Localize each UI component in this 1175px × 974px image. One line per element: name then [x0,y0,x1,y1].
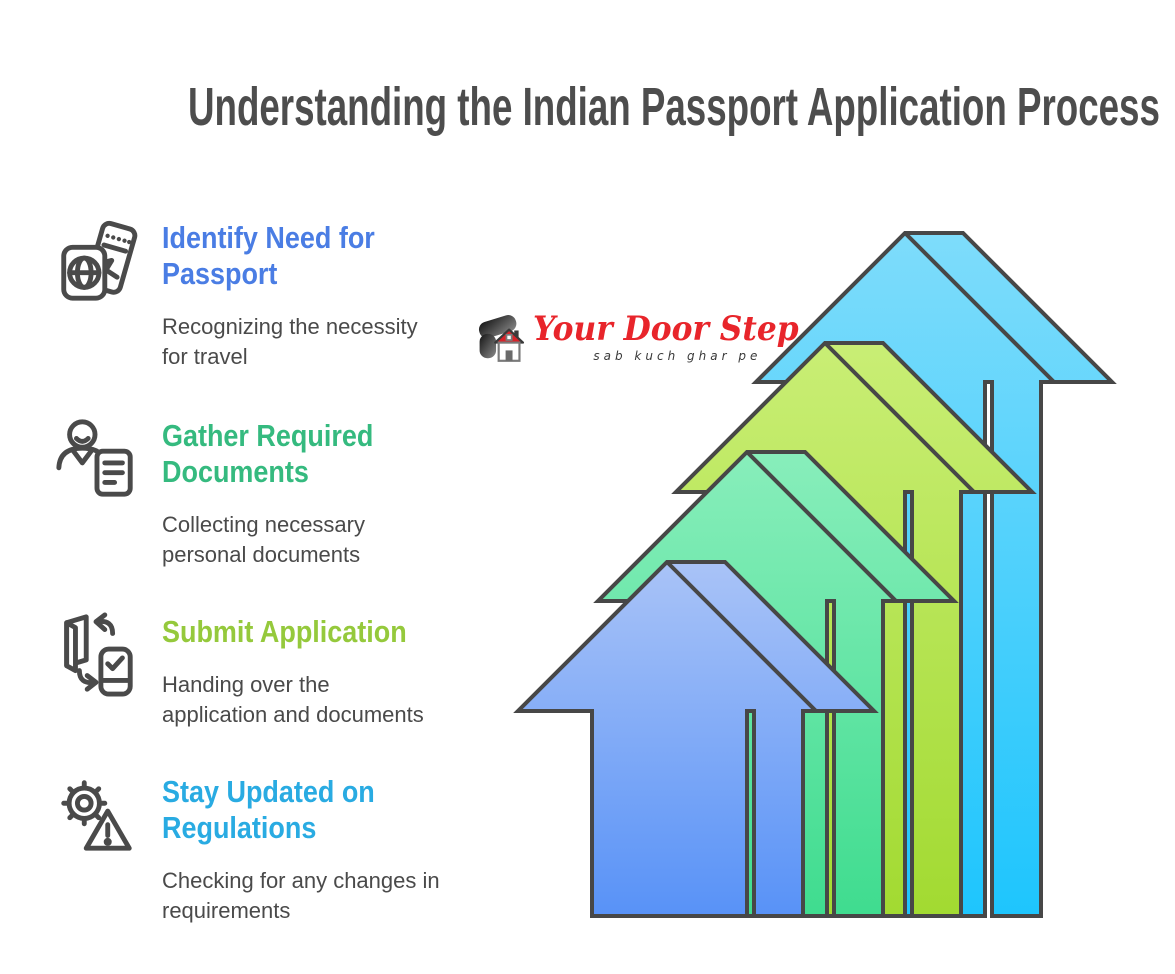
step-item-4: Stay Updated on Regulations Checking for… [52,770,502,926]
step-item-1: Identify Need for Passport Recognizing t… [52,216,502,372]
step-item-3: Submit Application Handing over the appl… [52,610,502,730]
step-item-2: Gather Required Documents Collecting nec… [52,414,502,570]
house-icon [478,315,525,362]
arrow-step-2-fold-line [745,450,898,603]
arrow-step-4-fold-line [903,231,1056,384]
brand-logo: Your Door Step sab kuch ghar pe [477,311,822,369]
page-title: Understanding the Indian Passport Applic… [188,77,1160,137]
step-heading: Identify Need for Passport [162,220,375,291]
arrow-step-3-lime [671,341,1037,918]
brand-tagline: sab kuch ghar pe [593,349,762,363]
brand-name: Your Door Step [533,309,799,349]
step-description: Checking for any changes in requirements [162,868,440,923]
step-description: Collecting necessary personal documents [162,512,365,567]
step-heading: Gather Required Documents [162,418,374,489]
arrow-step-1-fold-line [665,560,818,713]
gear-warning-icon [52,770,140,858]
arrow-step-2-green [593,450,959,918]
door-phone-exchange-icon [52,610,140,698]
arrow-step-3-fold-line [823,341,976,494]
step-description: Recognizing the necessity for travel [162,314,418,369]
step-heading: Stay Updated on Regulations [162,774,375,845]
passport-ticket-icon [52,216,140,304]
person-document-icon [52,414,140,502]
step-heading: Submit Application [162,614,407,649]
step-description: Handing over the application and documen… [162,672,424,727]
arrow-step-1-blue [513,560,879,918]
